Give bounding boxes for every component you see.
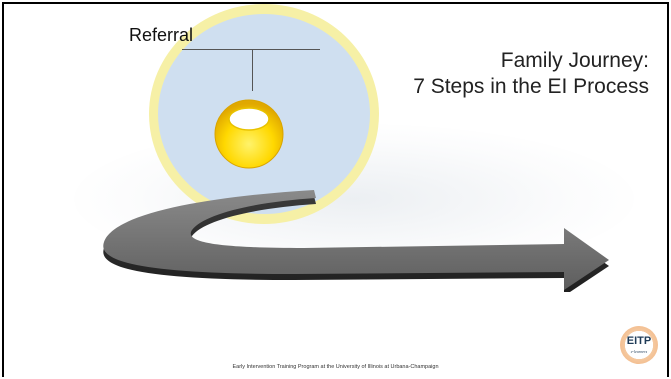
eitp-logo: EITP e-learners [620, 326, 658, 364]
title-line-2: 7 Steps in the EI Process [413, 75, 649, 98]
curved-arrow-icon [103, 190, 610, 292]
step-label: Referral [128, 25, 194, 45]
label-underline [182, 49, 320, 50]
label-connector [252, 49, 253, 91]
logo-subtext: e-learners [630, 349, 648, 354]
page-title: Family Journey: 7 Steps in the EI Proces… [413, 48, 649, 100]
yellow-ball-icon [214, 99, 284, 169]
footer-text: Early Intervention Training Program at t… [232, 364, 439, 370]
title-line-1: Family Journey: [500, 49, 649, 72]
logo-text: EITP [626, 335, 652, 347]
